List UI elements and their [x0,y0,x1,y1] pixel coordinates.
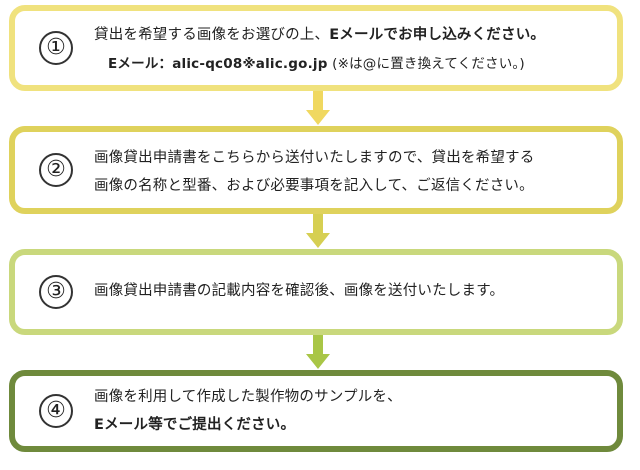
step-3-text-line1: 画像貸出申請書の記載内容を確認後、画像を送付いたします。 [94,283,505,299]
step-2-text-line2: 画像の名称と型番、および必要事項を記入して、ご返信ください。 [94,178,534,194]
step-1-text-line1-b: Eメールでお申し込みください。 [329,27,546,43]
step-1-email-line: Eメール：alic-qc08※alic.go.jp (※は@に置き換えてください… [108,52,607,76]
down-arrow-icon [306,214,330,248]
step-4-text-line1: 画像を利用して作成した製作物のサンプルを、 [94,389,402,405]
step-4-number: ④ [39,394,73,428]
down-arrow-icon [306,335,330,369]
step-2-text-line1: 画像貸出申請書をこちらから送付いたしますので、貸出を希望する [94,150,535,166]
step-2-box: ② 画像貸出申請書をこちらから送付いたしますので、貸出を希望する 画像の名称と型… [9,126,623,214]
step-3-number: ③ [39,275,73,309]
step-2-number: ② [39,153,73,187]
step-4-text-line2: Eメール等でご提出ください。 [94,417,296,433]
step-1-box: ① 貸出を希望する画像をお選びの上、Eメールでお申し込みください。 Eメール：a… [9,5,623,91]
step-1-email-note: (※は@に置き換えてください。) [332,56,525,72]
step-4-box: ④ 画像を利用して作成した製作物のサンプルを、 Eメール等でご提出ください。 [9,370,623,452]
step-1-text-line1: 貸出を希望する画像をお選びの上、Eメールでお申し込みください。 [94,23,607,47]
step-1-email-address: Eメール：alic-qc08※alic.go.jp [108,56,328,72]
down-arrow-icon [306,91,330,125]
step-1-text-line1-a: 貸出を希望する画像をお選びの上、 [94,27,330,43]
step-1-number: ① [39,31,73,65]
step-3-box: ③ 画像貸出申請書の記載内容を確認後、画像を送付いたします。 [9,249,623,335]
